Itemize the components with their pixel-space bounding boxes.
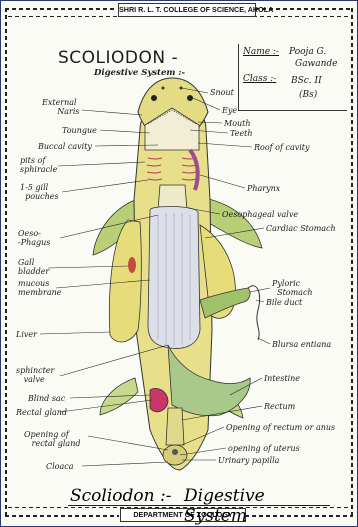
label-cloaca: Cloaca — [46, 462, 74, 471]
label-toungue: Toungue — [62, 126, 97, 135]
left-eye — [151, 95, 157, 101]
label-liver: Liver — [16, 330, 37, 339]
footer-title-right: Digestive System — [184, 486, 265, 526]
gall-bladder — [128, 257, 136, 273]
label-pyloric-stomach: Pyloric Stomach — [272, 279, 313, 297]
label-opening-rectal-gland: Opening of rectal gland — [24, 430, 80, 448]
label-rectal-gland: Rectal gland — [16, 408, 67, 417]
label-opening-rectum-anus: Opening of rectum or anus — [226, 423, 335, 432]
label-blind-sac: Blind sac — [28, 394, 65, 403]
label-sphincter-valve: sphincter valve — [16, 366, 54, 384]
label-intestine: Intestine — [264, 374, 300, 383]
label-bile-duct: Bile duct — [266, 298, 302, 307]
label-eye: Eye — [222, 106, 237, 115]
label-gill-pouches: 1-5 gill pouches — [20, 183, 59, 201]
label-urinary-papilla: Urinary papilla — [218, 456, 279, 465]
label-roof-of-cavity: Roof of cavity — [254, 143, 310, 152]
label-rectum: Rectum — [264, 402, 295, 411]
footer-title: Scoliodon :- Digestive System — [70, 486, 171, 506]
label-external-naris: External Naris — [42, 98, 80, 116]
label-oesophagus: Oeso- -Phagus — [18, 229, 50, 247]
label-oesophageal-valve: Oesophageal valve — [222, 210, 298, 219]
rectum-organ — [166, 408, 184, 445]
label-pits-of-sphiracle: pits of sphiracle — [20, 156, 57, 174]
label-pharynx: Pharynx — [247, 184, 280, 193]
label-blursa-entiana: Blursa entiana — [272, 340, 331, 349]
label-gall-bladder: Gall bladder — [18, 258, 49, 276]
footer-underline — [68, 505, 330, 506]
label-mouth: Mouth — [224, 119, 251, 128]
label-snout: Snout — [210, 88, 234, 97]
label-buccal-cavity: Buccal cavity — [38, 142, 92, 151]
footer-title-left: Scoliodon :- — [70, 486, 171, 506]
label-cardiac-stomach: Cardiac Stomach — [266, 224, 336, 233]
label-teeth: Teeth — [230, 129, 253, 138]
label-opening-uterus: opening of uterus — [228, 444, 300, 453]
right-eye — [187, 95, 193, 101]
label-mucous-membrane: mucous membrane — [18, 279, 62, 297]
